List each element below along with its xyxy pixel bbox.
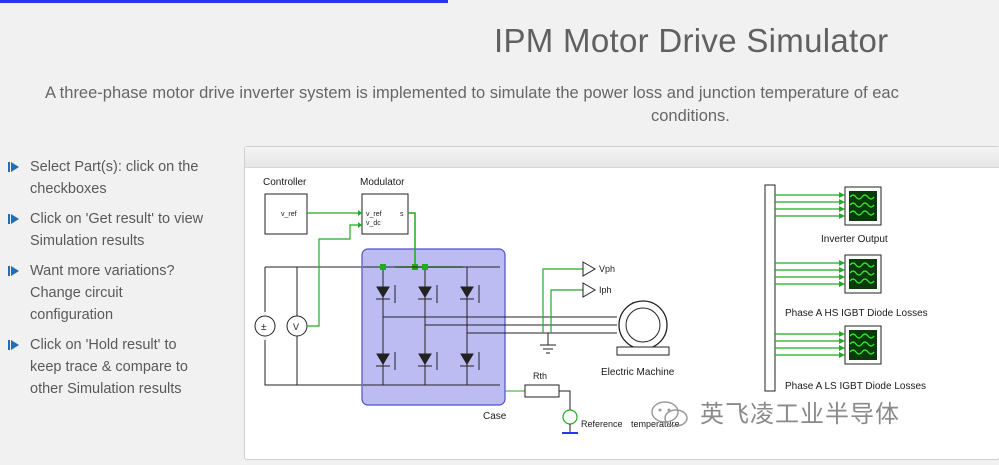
igbt-leg-c: [460, 267, 480, 385]
panel-header-bar: [245, 147, 999, 168]
controller-label: Controller: [263, 177, 307, 188]
scope-inverter-output-icon[interactable]: [844, 186, 882, 226]
rth-label: Rth: [533, 371, 547, 381]
instruction-text: Click on 'Get result' to view Simulation…: [30, 211, 204, 249]
scope-hs-losses-label: Phase A HS IGBT Diode Losses: [785, 308, 928, 319]
page-title: IPM Motor Drive Simulator: [494, 22, 889, 59]
dc-bus-negative: [264, 267, 363, 386]
instruction-item-variations: Want more variations? Change circuit con…: [8, 260, 238, 326]
electric-machine-icon[interactable]: [616, 300, 670, 356]
rth-resistor[interactable]: [524, 384, 560, 398]
instruction-item-get-result: Click on 'Get result' to view Simulation…: [8, 208, 238, 252]
play-arrow-icon: [8, 260, 30, 282]
scope-inverter-output-label: Inverter Output: [821, 234, 888, 245]
top-link-underline: [0, 0, 448, 3]
dc-source-sign: ±: [261, 322, 267, 333]
dc-source-icon[interactable]: [254, 315, 276, 337]
scope-ls-losses-icon[interactable]: [844, 325, 882, 365]
scope-ls-losses-label: Phase A LS IGBT Diode Losses: [785, 381, 926, 392]
instruction-text: Want more variations? Change circuit con…: [30, 263, 175, 323]
modulator-port-vref: v_ref: [366, 211, 382, 218]
vdc-measure-wire: [307, 224, 362, 327]
igbt-leg-b: [418, 267, 438, 385]
modulator-port-s: s: [400, 211, 404, 218]
iph-label: Iph: [599, 285, 612, 295]
electric-machine-label: Electric Machine: [601, 367, 675, 378]
instruction-item-select-parts: Select Part(s): click on the checkboxes: [8, 156, 238, 200]
vph-probe-icon[interactable]: [582, 261, 596, 277]
gate-signal-wire: [408, 212, 416, 267]
play-arrow-icon: [8, 156, 30, 178]
simulation-panel: Controller v_ref Modulator v_ref v_dc s …: [244, 146, 999, 460]
scope-hs-losses-icon[interactable]: [844, 254, 882, 294]
instruction-item-hold-result: Click on 'Hold result' to keep trace & c…: [8, 334, 238, 400]
modulator-port-vdc: v_dc: [366, 220, 381, 227]
play-arrow-icon: [8, 334, 30, 356]
igbt-leg-a: [376, 267, 396, 385]
instruction-text: Select Part(s): click on the checkboxes: [30, 159, 199, 197]
reference-obscured-tail: temperature: [631, 419, 680, 429]
controller-port: v_ref: [281, 211, 297, 218]
voltmeter-label: V: [293, 322, 299, 332]
circuit-diagram: Controller v_ref Modulator v_ref v_dc s …: [254, 177, 928, 434]
instruction-text: Click on 'Hold result' to keep trace & c…: [30, 337, 188, 397]
case-label: Case: [483, 411, 507, 422]
vph-label: Vph: [599, 264, 615, 274]
wechat-watermark-icon: [651, 401, 688, 427]
modulator-label: Modulator: [360, 177, 405, 188]
controller-block[interactable]: [264, 193, 308, 235]
watermark-text: 英飞凌工业半导体: [700, 400, 900, 428]
reference-label: Reference: [581, 419, 623, 429]
instruction-list: Select Part(s): click on the checkboxes …: [8, 156, 238, 408]
page-subtitle: A three-phase motor drive inverter syste…: [45, 84, 899, 102]
iph-probe-icon[interactable]: [582, 282, 596, 298]
signal-bus-bar: [764, 184, 776, 392]
modulator-block[interactable]: [361, 193, 409, 235]
reference-temperature-source-icon[interactable]: [562, 409, 578, 425]
play-arrow-icon: [8, 208, 30, 230]
page-subtitle-continued: conditions.: [651, 107, 730, 125]
